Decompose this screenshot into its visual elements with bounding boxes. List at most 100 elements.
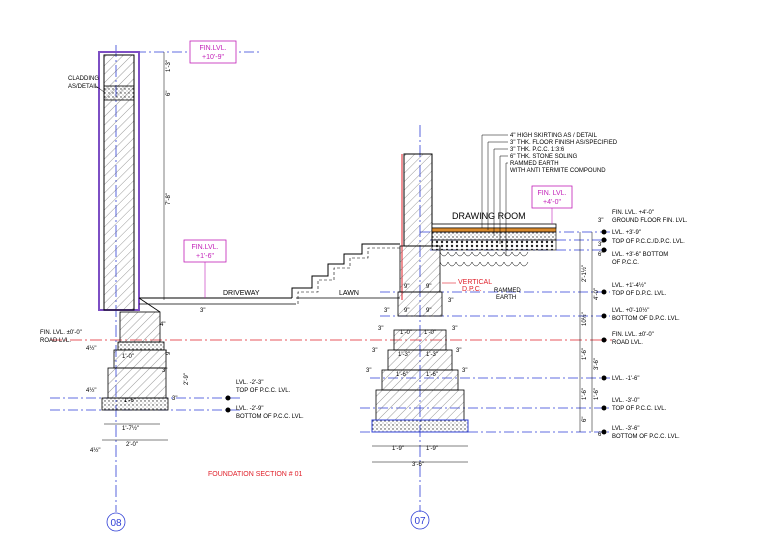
left-dim-14: 4½" [90, 447, 100, 454]
left-dim-15: 3" [172, 396, 177, 402]
svg-text:1'-6": 1'-6" [396, 372, 408, 378]
left-dim-16: 3" [200, 308, 205, 314]
svg-text:LVL. -3'-0": LVL. -3'-0" [612, 398, 640, 404]
svg-text:6": 6" [598, 432, 603, 438]
svg-text:4" HIGH SKIRTING AS / DETAIL: 4" HIGH SKIRTING AS / DETAIL [510, 133, 598, 139]
fin-lvl-top-line1: FIN.LVL. [199, 45, 226, 52]
svg-text:WITH ANTI TERMITE COMPOUND: WITH ANTI TERMITE COMPOUND [510, 168, 606, 174]
lintel-band [103, 85, 135, 101]
fin-lvl-mid-line2: +1'-6" [196, 253, 215, 260]
svg-text:9": 9" [404, 308, 409, 314]
svg-text:BOTTOM OF D.P.C. LVL.: BOTTOM OF D.P.C. LVL. [612, 316, 680, 322]
grid-label-08: 08 [110, 518, 122, 529]
right-fin-lvl-line1: FIN. LVL. [537, 190, 566, 197]
left-dim-12: 1'-7½" [122, 425, 139, 432]
svg-text:3": 3" [462, 368, 467, 374]
right-height-dims: 3" 3" 2'-1½" 6" 4'-0" 10½" 1'-6" 1'-6" 3… [581, 218, 603, 438]
left-dim-2: 6" [166, 91, 172, 96]
svg-text:3": 3" [598, 242, 603, 248]
right-fin-lvl-line2: +4'-0" [543, 199, 562, 206]
driveway-ramp [138, 297, 161, 313]
svg-text:BOTTOM OF P.C.C. LVL.: BOTTOM OF P.C.C. LVL. [612, 434, 680, 440]
right-width-dims: 9" 9" 3" 3" 9" 9" 3" 1'-0" 1'-0" 3" 3" 1… [366, 284, 467, 468]
left-pcc-top-marker [225, 395, 231, 401]
svg-text:1'-0": 1'-0" [424, 330, 436, 336]
svg-text:2'-1½": 2'-1½" [581, 265, 588, 282]
rammed-earth-hatch [439, 251, 529, 267]
grid-bubble-08 [106, 512, 126, 532]
left-dim-5: 4½" [86, 345, 96, 352]
rammed-earth-line2: EARTH [496, 295, 516, 301]
svg-text:RAMMED EARTH: RAMMED EARTH [510, 161, 559, 167]
road-label-line2: ROAD LVL. [40, 338, 71, 344]
steps-profile [291, 243, 400, 298]
svg-text:1'-6": 1'-6" [594, 388, 600, 400]
svg-text:6" THK. STONE SOLING: 6" THK. STONE SOLING [510, 154, 578, 160]
svg-text:9": 9" [426, 308, 431, 314]
svg-text:LVL. +3'-9": LVL. +3'-9" [612, 230, 641, 236]
left-footing-2 [107, 367, 167, 399]
right-dpc [397, 291, 443, 317]
right-wall [403, 153, 433, 247]
rammed-earth-line1: RAMMED [494, 288, 521, 294]
svg-text:LVL. -3'-6": LVL. -3'-6" [612, 426, 640, 432]
drawing-room-label: DRAWING ROOM [452, 211, 526, 221]
fin-lvl-top-line2: +10'-9" [202, 54, 224, 61]
cladding-leader [95, 85, 105, 93]
svg-text:3" THK. FLOOR FINISH AS/SPECIF: 3" THK. FLOOR FINISH AS/SPECIFIED [510, 140, 618, 146]
svg-text:LVL. +0'-10½": LVL. +0'-10½" [612, 307, 649, 314]
svg-text:FIN. LVL. +4'-0": FIN. LVL. +4'-0" [612, 210, 654, 216]
left-dim-11: 1'-6" [124, 398, 136, 404]
svg-text:3": 3" [456, 348, 461, 354]
svg-text:OF P.C.C.: OF P.C.C. [612, 260, 639, 266]
svg-text:TOP OF D.P.C. LVL.: TOP OF D.P.C. LVL. [612, 291, 667, 297]
left-pcc-bottom-marker [225, 407, 231, 413]
left-dim-8: 3" [162, 368, 167, 374]
left-dim-1: 1'-3" [166, 60, 172, 72]
notes-leaders [481, 134, 508, 256]
svg-text:3": 3" [452, 326, 457, 332]
fin-lvl-top-tag [189, 40, 237, 64]
left-pcc-bottom-line1: LVL. -2'-9" [236, 406, 264, 412]
left-dim-13: 2'-0" [126, 442, 138, 448]
cladding-label: CLADDING AS/DETAIL [68, 76, 99, 90]
svg-text:3": 3" [378, 326, 383, 332]
svg-text:GROUND FLOOR FIN. LVL.: GROUND FLOOR FIN. LVL. [612, 218, 688, 224]
svg-text:TOP OF P.C.C. LVL.: TOP OF P.C.C. LVL. [612, 406, 667, 412]
svg-text:3": 3" [366, 368, 371, 374]
svg-text:1'-9": 1'-9" [426, 446, 438, 452]
driveway-label: DRIVEWAY [223, 290, 260, 297]
right-footing-4 [375, 389, 465, 421]
svg-text:ROAD LVL.: ROAD LVL. [612, 340, 643, 346]
svg-text:3'-6": 3'-6" [412, 462, 424, 468]
svg-text:FIN. LVL. ±0'-0": FIN. LVL. ±0'-0" [612, 332, 654, 338]
vertical-dpc-line2: D.P.C. [462, 286, 482, 293]
right-pcc [371, 419, 469, 433]
left-dim-6: 1'-0" [122, 354, 134, 360]
svg-text:LVL. +1'-4½": LVL. +1'-4½" [612, 282, 646, 289]
svg-text:1'-6": 1'-6" [426, 372, 438, 378]
svg-text:1'-3": 1'-3" [426, 352, 438, 358]
svg-text:6": 6" [598, 252, 603, 258]
svg-text:4'-0": 4'-0" [594, 288, 600, 300]
svg-text:1'-9": 1'-9" [392, 446, 404, 452]
svg-text:9": 9" [404, 284, 409, 290]
left-dim-3: 7'-8" [166, 193, 172, 205]
svg-text:9": 9" [426, 284, 431, 290]
left-pcc [101, 397, 169, 411]
svg-text:CLADDING: CLADDING [68, 76, 99, 82]
right-footing-3 [381, 369, 459, 391]
left-plinth [119, 311, 161, 343]
svg-text:1'-6": 1'-6" [582, 348, 588, 360]
grid-bubble-07 [410, 510, 430, 530]
left-dim-7: 9" [166, 350, 172, 355]
notes-block: 4" HIGH SKIRTING AS / DETAIL 3" THK. FLO… [510, 133, 618, 174]
svg-text:6": 6" [582, 417, 588, 422]
lawn-label: LAWN [339, 290, 359, 297]
svg-text:LVL. +3'-6" BOTTOM: LVL. +3'-6" BOTTOM [612, 252, 668, 258]
right-level-labels: FIN. LVL. +4'-0" GROUND FLOOR FIN. LVL. … [612, 210, 688, 440]
svg-text:3": 3" [598, 218, 603, 224]
svg-text:3" THK. P.C.C. 1:3:6: 3" THK. P.C.C. 1:3:6 [510, 147, 565, 153]
section-title: FOUNDATION SECTION # 01 [208, 471, 302, 478]
